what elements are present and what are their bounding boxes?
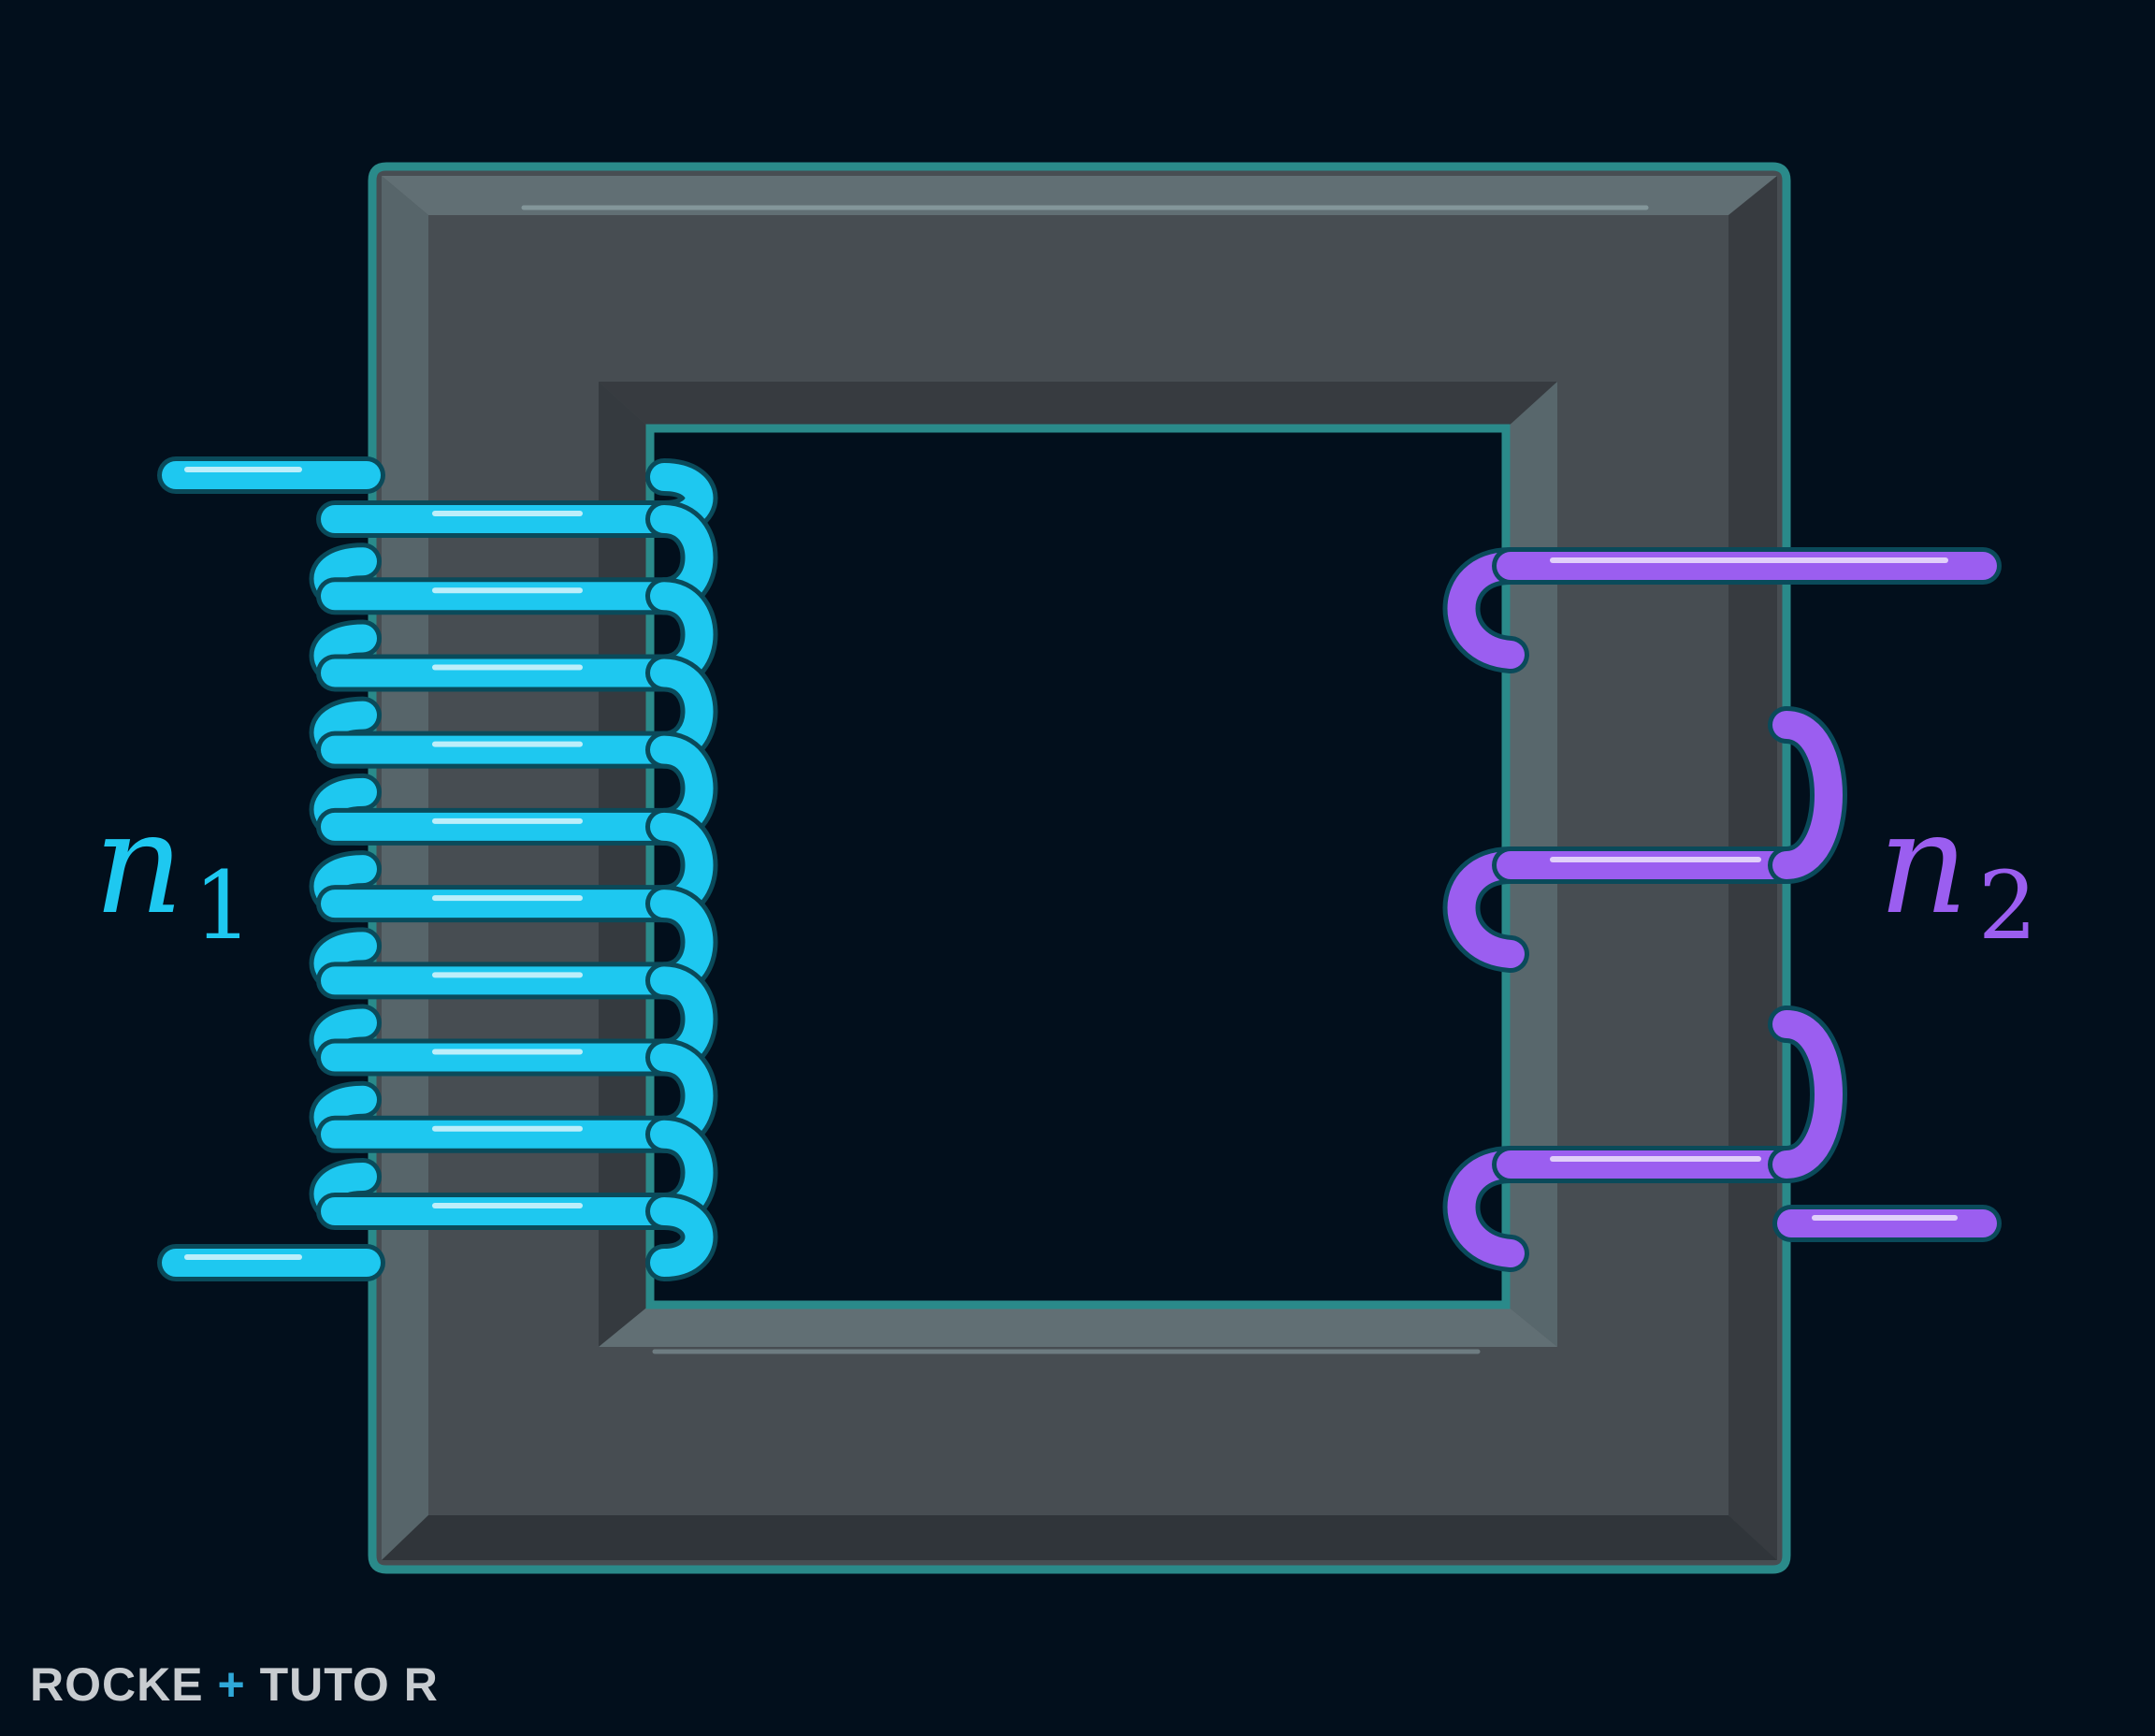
primary-bottom-loop-body bbox=[650, 1197, 714, 1277]
primary-turns-label: n 1 bbox=[94, 783, 253, 961]
secondary-left-curl bbox=[1442, 846, 1529, 973]
logo-text-middle: TUTO bbox=[260, 1658, 390, 1711]
core-window-edge bbox=[645, 424, 1511, 1309]
secondary-left-curl bbox=[1442, 547, 1529, 673]
secondary-right-curl-body bbox=[1772, 711, 1843, 879]
primary-coil bbox=[157, 456, 718, 1281]
logo-plus-icon: + bbox=[217, 1658, 245, 1711]
secondary-left-curl-body bbox=[1447, 1150, 1525, 1267]
secondary-left-curl-body bbox=[1447, 851, 1525, 968]
secondary-symbol: n bbox=[1878, 783, 1969, 946]
secondary-left-curl bbox=[1442, 1146, 1529, 1272]
rocket-tutor-logo: ROCKE + TUTO R bbox=[30, 1658, 439, 1711]
primary-bottom-loop bbox=[645, 1193, 718, 1281]
core-inner-bottom-bevel bbox=[599, 1305, 1557, 1347]
secondary-coil bbox=[1442, 547, 2002, 1272]
secondary-right-curl bbox=[1768, 706, 1847, 884]
core-inner-left-bevel bbox=[599, 382, 650, 1347]
primary-symbol: n bbox=[94, 783, 184, 946]
secondary-right-curl-body bbox=[1772, 1010, 1843, 1179]
core-outer-left-bevel bbox=[382, 176, 428, 1560]
secondary-subscript: 2 bbox=[1978, 851, 2038, 961]
secondary-turns-label: n 2 bbox=[1878, 783, 2037, 961]
logo-text-start: ROCKE bbox=[30, 1658, 204, 1711]
secondary-left-curl-body bbox=[1447, 552, 1525, 669]
core-outer-bottom-bevel bbox=[382, 1515, 1777, 1560]
secondary-right-curl bbox=[1768, 1005, 1847, 1183]
primary-subscript: 1 bbox=[194, 851, 253, 961]
transformer-core bbox=[368, 162, 1791, 1574]
core-inner-top-bevel bbox=[599, 382, 1557, 428]
logo-text-end: R bbox=[404, 1658, 439, 1711]
